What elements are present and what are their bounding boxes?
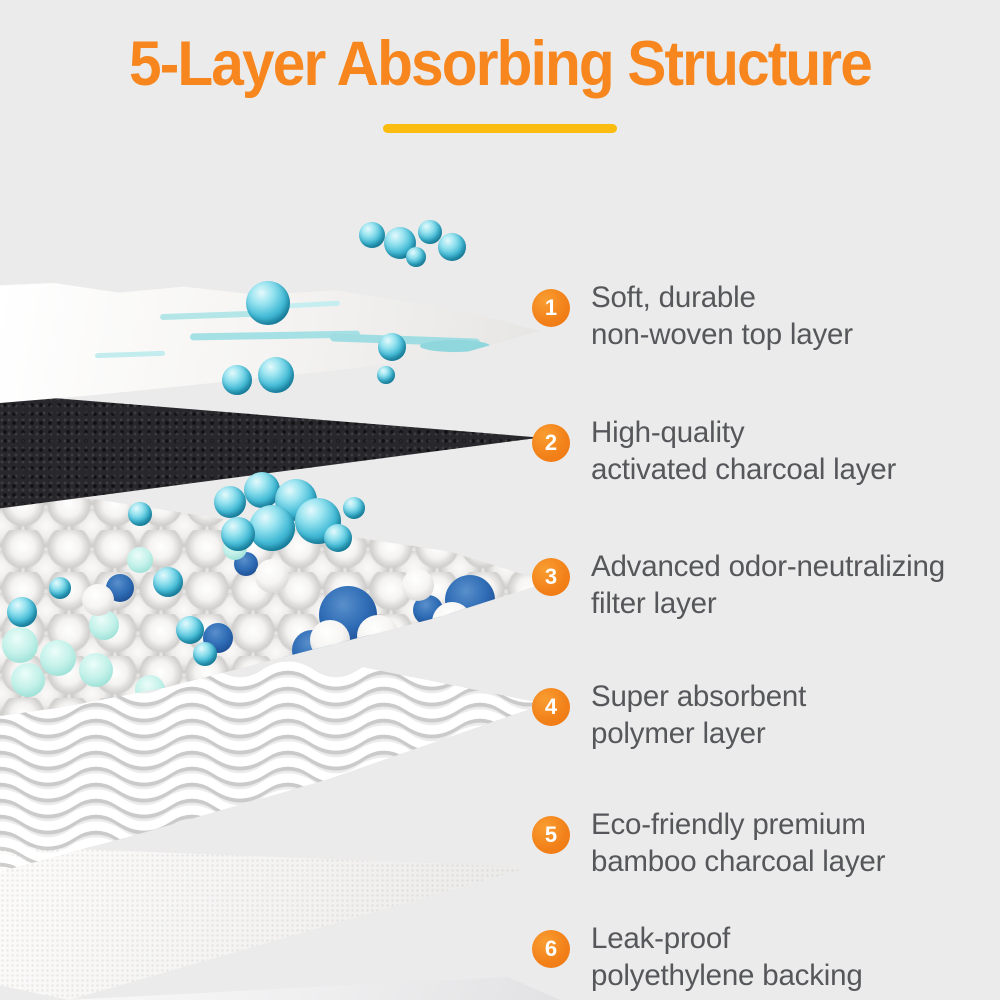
callout-badge-3: 3 [532,558,570,596]
callout-item-2: 2 High-quality activated charcoal layer [532,414,896,488]
water-droplet [246,281,290,325]
polymer-bead-blue [480,603,524,647]
water-droplet [377,366,395,384]
gel-droplet [49,577,71,599]
page-title: 5-Layer Absorbing Structure [129,29,873,99]
callout-line: non-woven top layer [591,318,853,351]
callout-badge-2: 2 [532,424,570,462]
polymer-bead-white [402,569,434,601]
gel-droplet [128,502,152,526]
gel-droplet [176,616,204,644]
callout-badge-4: 4 [532,688,570,726]
water-puddle [420,340,490,352]
polymer-bead-white [479,631,517,669]
callout-line: Leak-proof [591,922,731,955]
callout-item-3: 3 Advanced odor-neutralizing filter laye… [532,548,945,622]
callout-line: activated charcoal layer [591,453,897,486]
polymer-bead-cyan [79,653,113,687]
callout-line: polyethylene backing [591,959,863,992]
callout-badge-6: 6 [532,930,570,968]
callout-line: polymer layer [591,717,766,750]
polymer-bead-blue [445,575,495,625]
callout-line: High-quality [591,416,745,449]
polymer-bead-white [432,602,472,642]
gel-droplet [343,497,365,519]
gel-droplet [214,486,246,518]
polymer-bead-white [310,620,350,660]
water-droplet [359,222,385,248]
callout-badge-1: 1 [532,289,570,327]
water-droplet [438,233,466,261]
gel-droplet [324,524,352,552]
water-droplet [258,357,294,393]
polymer-bead-white [82,584,114,616]
callout-item-5: 5 Eco-friendly premium bamboo charcoal l… [532,806,885,880]
polymer-bead-white [357,615,399,657]
polymer-bead-cyan [11,663,45,697]
callout-line: Soft, durable [591,281,756,314]
gel-droplet [221,517,255,551]
callout-line: bamboo charcoal layer [591,845,886,878]
callout-item-1: 1 Soft, durable non-woven top layer [532,279,853,353]
callout-line: filter layer [591,587,717,620]
water-droplet [378,333,406,361]
gel-droplet [193,642,217,666]
gel-droplet [249,505,295,551]
water-droplet [222,365,252,395]
polymer-bead-white [255,559,289,593]
polymer-bead-cyan [2,627,38,663]
water-droplet [418,220,442,244]
water-droplet [406,247,426,267]
callout-line: Eco-friendly premium [591,808,866,841]
callout-item-4: 4 Super absorbent polymer layer [532,678,806,752]
callout-line: Super absorbent [591,680,807,713]
water-streak [94,350,166,359]
callout-line: Advanced odor-neutralizing [591,550,945,583]
polymer-bead-cyan [127,547,153,573]
callout-item-6: 6 Leak-proof polyethylene backing [532,920,863,994]
gel-droplet [153,567,183,597]
callout-badge-5: 5 [532,816,570,854]
polymer-bead-cyan [40,640,76,676]
layer-bamboo-sheet [0,846,530,1000]
gel-droplet [7,597,37,627]
gel-droplet [244,472,280,508]
title-underline [383,124,617,133]
